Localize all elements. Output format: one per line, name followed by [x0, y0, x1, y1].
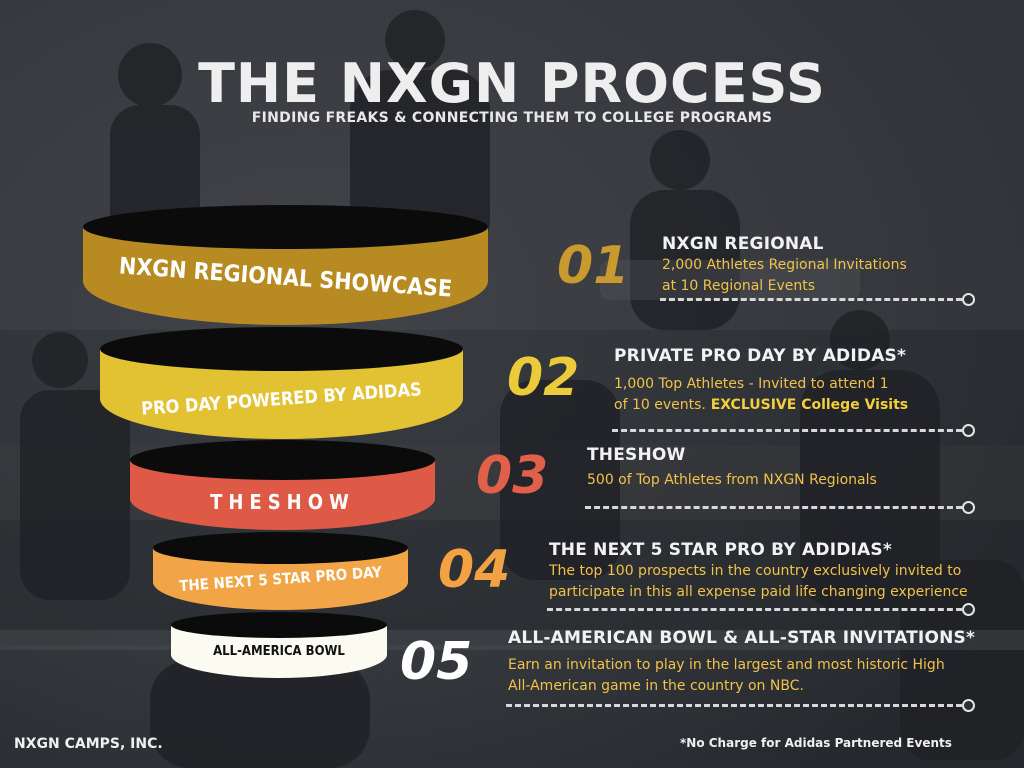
- funnel-band-pro-day: PRO DAY POWERED BY ADIDAS: [100, 327, 463, 439]
- step-text-line2: participate in this all expense paid lif…: [549, 584, 968, 600]
- funnel-band-regional-showcase: NXGN REGIONAL SHOWCASE: [83, 205, 488, 325]
- step-number: 01: [557, 236, 630, 296]
- step-text-line2: of 10 events. EXCLUSIVE College Visits: [614, 397, 909, 413]
- step-text-line1: 1,000 Top Athletes - Invited to attend 1: [614, 376, 889, 392]
- footer-company: NXGN CAMPS, INC.: [14, 736, 163, 752]
- page-title: THE NXGN PROCESS: [198, 52, 826, 115]
- step-number: 04: [438, 540, 511, 600]
- divider-dot: [962, 603, 975, 616]
- funnel-band-next-5-star: THE NEXT 5 STAR PRO DAY: [153, 532, 408, 610]
- step-text-line2: All-American game in the country on NBC.: [508, 678, 804, 694]
- dashed-divider: [547, 608, 962, 611]
- page-subtitle: FINDING FREAKS & CONNECTING THEM TO COLL…: [251, 110, 773, 126]
- step-text-line1: 500 of Top Athletes from NXGN Regionals: [587, 472, 877, 488]
- footer-note: *No Charge for Adidas Partnered Events: [680, 736, 952, 750]
- step-number: 02: [507, 348, 580, 408]
- step-text-line1: 2,000 Athletes Regional Invitations: [662, 257, 907, 273]
- dashed-divider: [660, 298, 962, 301]
- dashed-divider: [506, 704, 962, 707]
- divider-dot: [962, 501, 975, 514]
- step-title: THESHOW: [587, 445, 686, 465]
- step-title: NXGN REGIONAL: [662, 234, 824, 254]
- divider-dot: [962, 293, 975, 306]
- funnel-band-theshow: THESHOW: [130, 440, 435, 530]
- divider-dot: [962, 699, 975, 712]
- dashed-divider: [612, 429, 962, 432]
- step-title: ALL-AMERICAN BOWL & ALL-STAR INVITATIONS…: [508, 628, 976, 648]
- step-text-line1: The top 100 prospects in the country exc…: [549, 563, 962, 579]
- divider-dot: [962, 424, 975, 437]
- step-text-highlight: EXCLUSIVE College Visits: [705, 397, 909, 413]
- step-number: 03: [476, 446, 549, 506]
- step-text-line1: Earn an invitation to play in the larges…: [508, 657, 945, 673]
- step-title: THE NEXT 5 STAR PRO BY ADIDIAS*: [549, 540, 892, 560]
- step-text-line2: at 10 Regional Events: [662, 278, 816, 294]
- funnel-label: THESHOW: [210, 490, 355, 514]
- dashed-divider: [585, 506, 962, 509]
- funnel-label: ALL-AMERICA BOWL: [213, 644, 345, 659]
- step-number: 05: [400, 632, 473, 692]
- step-title: PRIVATE PRO DAY BY ADIDAS*: [614, 346, 907, 366]
- funnel-band-all-america-bowl: ALL-AMERICA BOWL: [171, 612, 387, 678]
